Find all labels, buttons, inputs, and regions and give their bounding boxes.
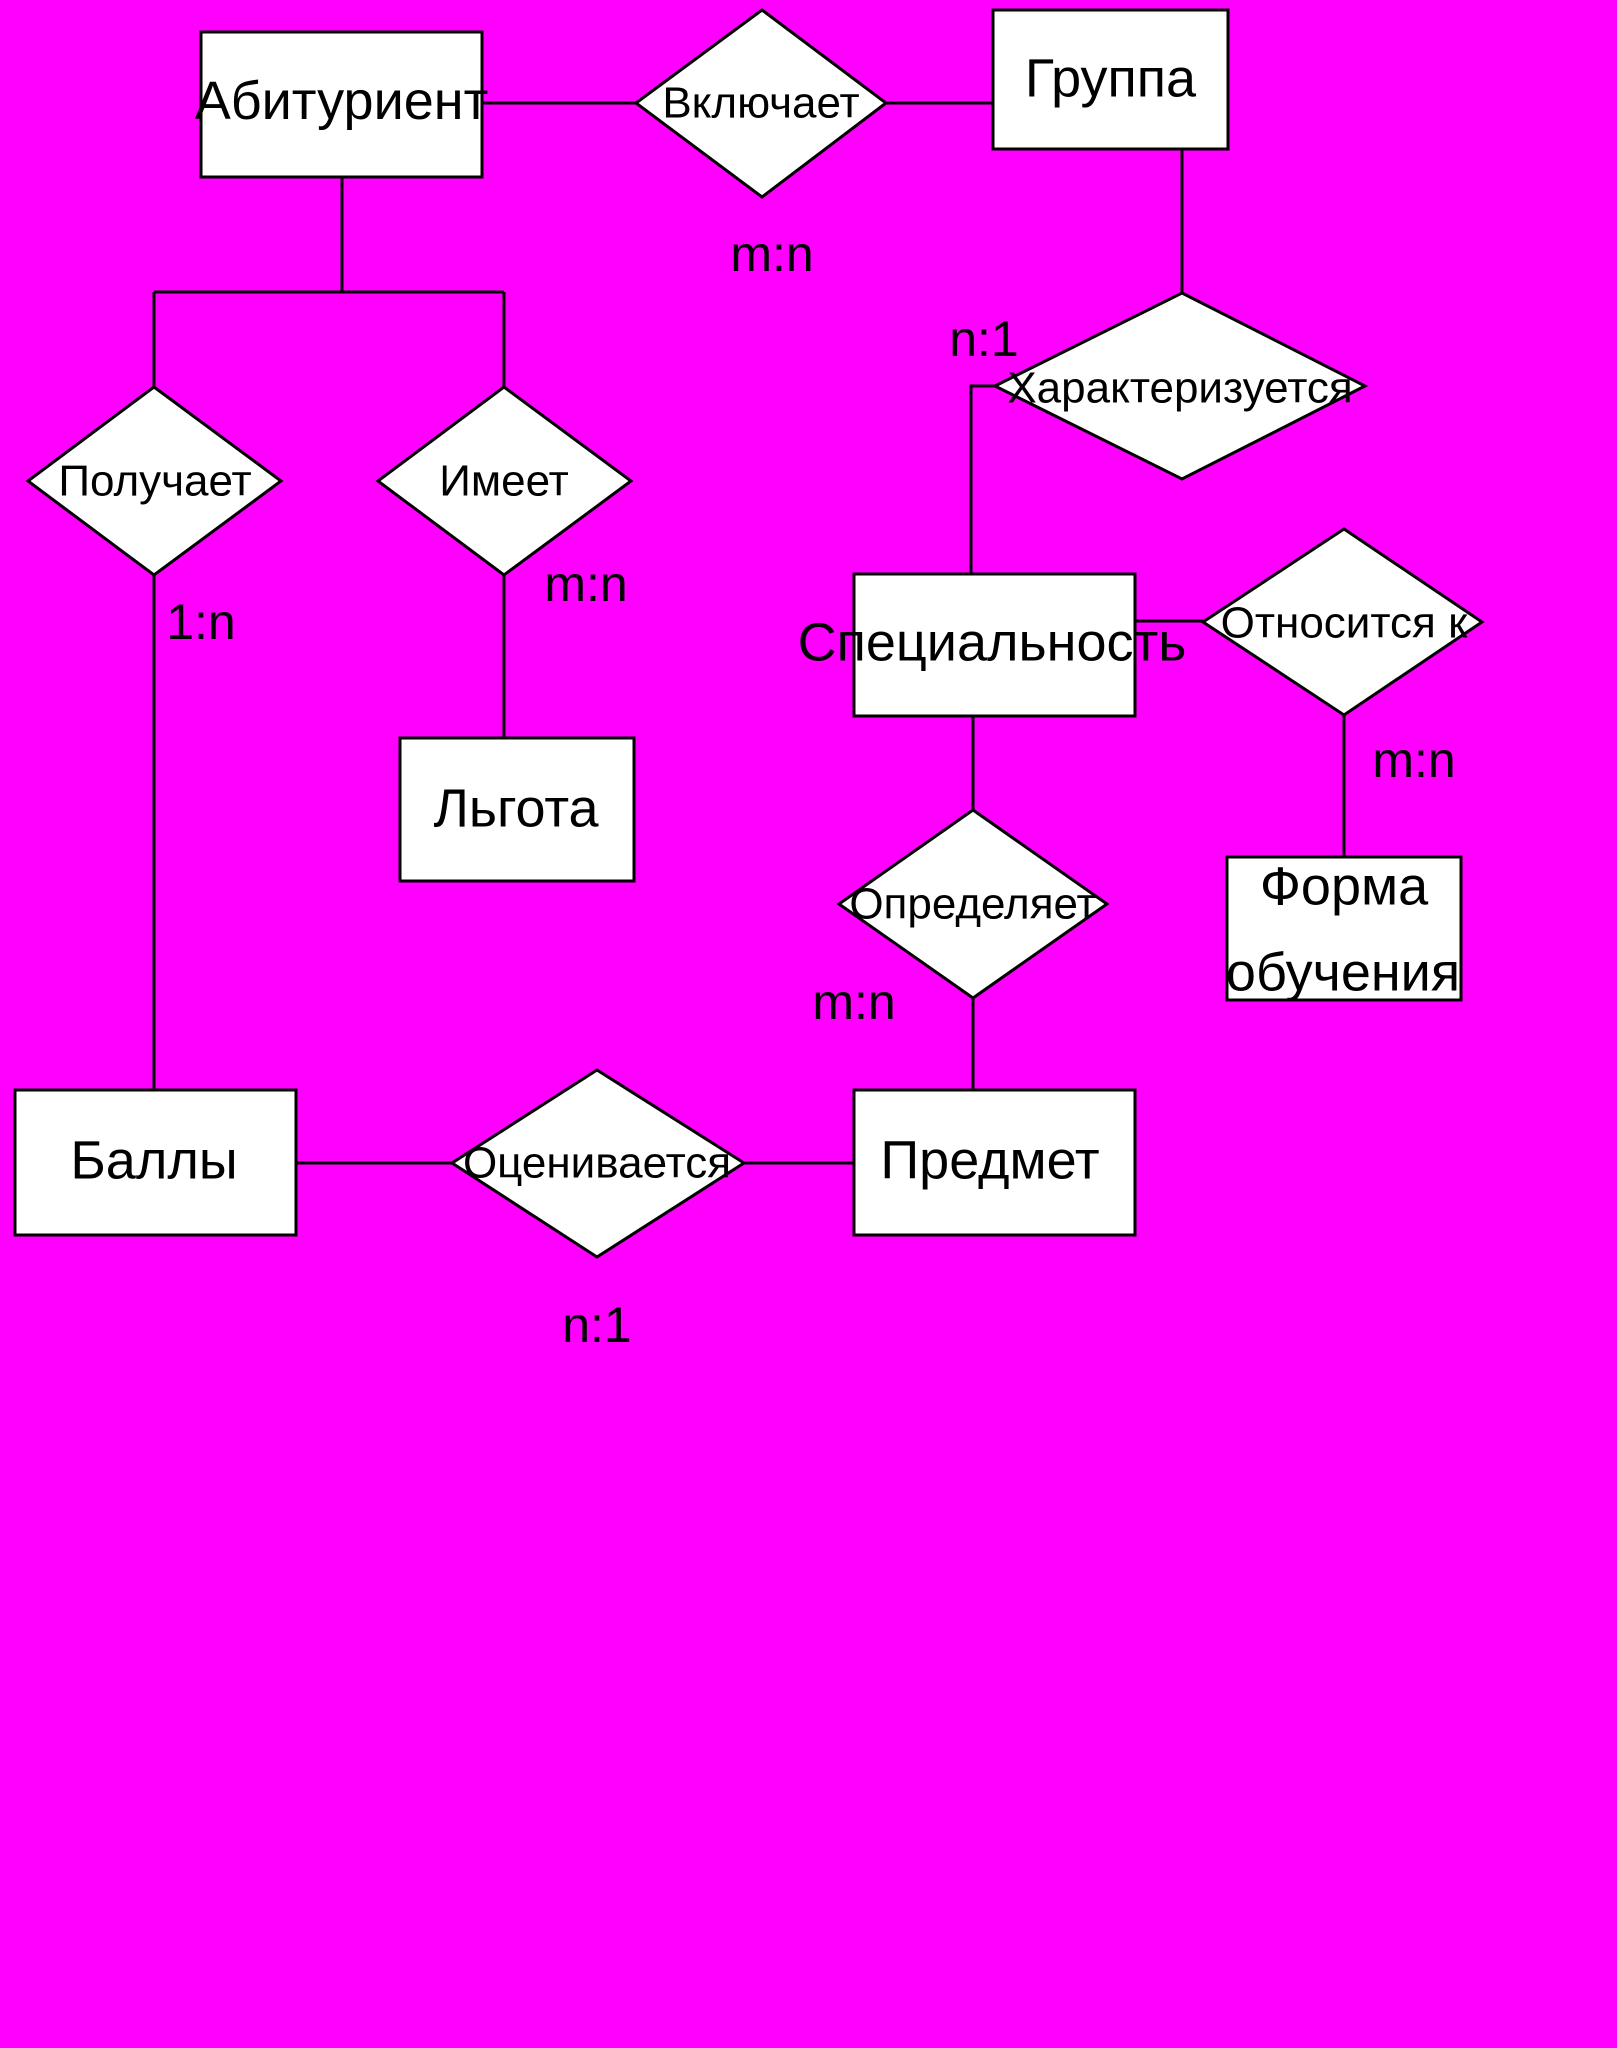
relationship-characterized: Характеризуется	[991, 291, 1369, 481]
entity-applicant-label: Абитуриент	[195, 71, 489, 131]
entity-subject-label: Предмет	[880, 1130, 1099, 1190]
relationship-includes: Включает	[633, 8, 889, 199]
entity-subject: Предмет	[852, 1088, 1137, 1237]
relationship-defines-label: Определяет	[849, 880, 1096, 929]
cardinality-relates-to: m:n	[1372, 732, 1455, 788]
relationship-has-label: Имеет	[439, 457, 569, 506]
relationship-relates-to: Относится к	[1200, 527, 1485, 717]
entity-group: Группа	[991, 8, 1230, 151]
entity-group-label: Группа	[1025, 48, 1197, 108]
relationship-has: Имеет	[375, 385, 634, 577]
entity-specialty-label: Специальность	[798, 612, 1187, 672]
entity-benefit-label: Льгота	[433, 778, 599, 838]
cardinality-has: m:n	[544, 556, 627, 612]
cardinality-labels: m:n n:1 m:n 1:n m:n m:n n:1	[166, 226, 1455, 1353]
relationship-evaluated-label: Оценивается	[463, 1139, 731, 1188]
entity-study-form-label-line1: Форма	[1260, 856, 1429, 916]
connector-characterized-specialty	[969, 384, 995, 574]
entity-benefit: Льгота	[398, 736, 636, 883]
cardinality-evaluated: n:1	[562, 1297, 632, 1353]
connectors	[152, 101, 1346, 1165]
relationship-evaluated: Оценивается	[449, 1068, 747, 1259]
cardinality-characterized: n:1	[949, 311, 1019, 367]
cardinality-defines: m:n	[812, 974, 895, 1030]
connector-applicant-branch	[152, 177, 506, 387]
relationship-defines: Определяет	[836, 808, 1110, 1000]
relationship-receives-label: Получает	[58, 457, 251, 506]
entity-study-form-label-line2: обучения	[1226, 942, 1460, 1002]
relationship-characterized-label: Характеризуется	[1007, 364, 1352, 413]
cardinality-includes: m:n	[730, 226, 813, 282]
entity-points: Баллы	[13, 1088, 298, 1237]
entity-study-form: Форма обучения	[1225, 855, 1463, 1002]
entity-specialty: Специальность	[798, 572, 1187, 718]
entity-applicant: Абитуриент	[195, 30, 489, 179]
relationship-receives: Получает	[25, 385, 284, 577]
relationship-relates-to-label: Относится к	[1221, 599, 1468, 648]
entity-points-label: Баллы	[70, 1130, 237, 1190]
cardinality-receives: 1:n	[166, 594, 236, 650]
relationship-includes-label: Включает	[662, 79, 859, 128]
